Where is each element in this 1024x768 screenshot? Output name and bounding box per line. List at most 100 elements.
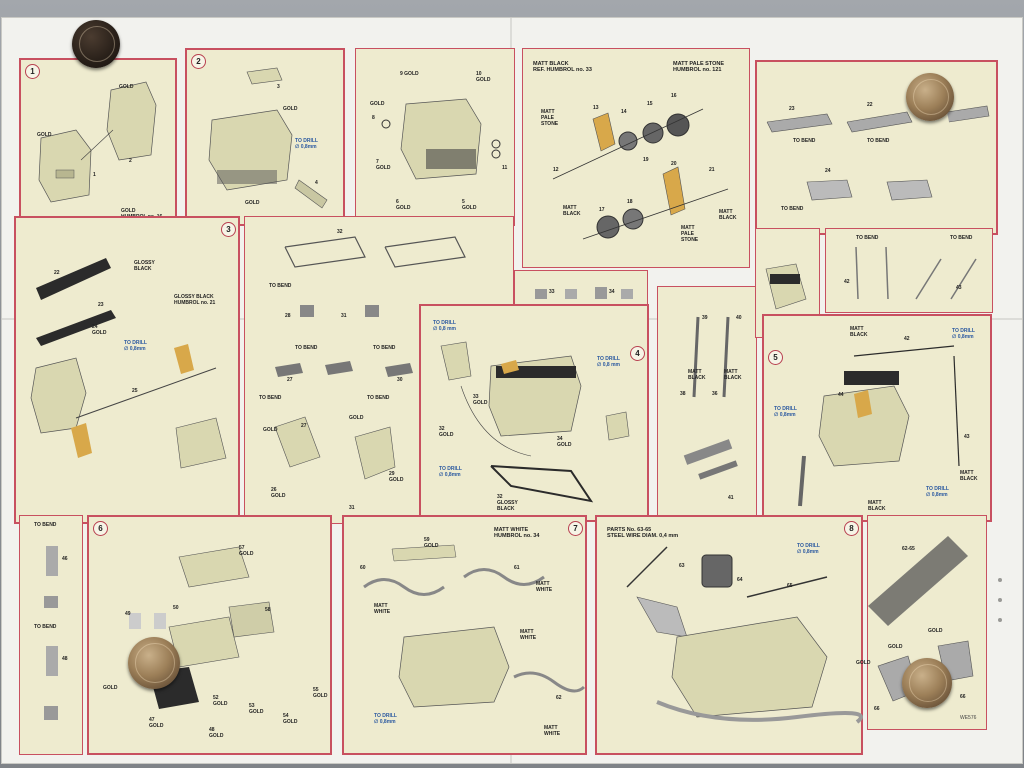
part-label: 1 [93,172,96,178]
part-label: 39 [702,315,708,321]
part-label: 19 [643,157,649,163]
part-label: 62-65 [902,546,915,552]
step-2-panel: 2 3 GOLD TO DRILL ∅ 0,8mm 4 GOLD [185,48,345,226]
part-label: GOLD [349,415,364,421]
part-label: GOLD [103,685,118,691]
part-label: 15 [647,101,653,107]
part-label: 31 [349,505,355,511]
bent-parts-illustration [44,546,58,720]
part-label: 38 [680,391,686,397]
part-label: 58 [265,607,271,613]
bend-note: TO BEND [367,395,390,401]
step-number: 4 [630,346,645,361]
part-label: 14 [621,109,627,115]
drill-note: TO DRILL ∅ 0,8mm [439,466,462,478]
step-3-panel: 3 22 GLOSSY BLACK 23 GLOSSY BLACK HUMBRO… [14,216,240,524]
step-number: 6 [93,521,108,536]
step-4-panel: 4 TO DRILL ∅ 0,8 mm TO DRILL ∅ 0,8 mm 33… [419,304,649,522]
part-label: MATT WHITE [536,581,553,593]
engine-assembly-illustration [30,258,227,469]
paint-note: GLOSSY BLACK [134,260,155,272]
part-label: 27 [301,423,307,429]
step-number: 5 [768,350,783,365]
suspension-arms-illustration [274,236,466,480]
part-label: 16 [671,93,677,99]
step-1-panel: 1 GOLD GOLD 1 2 GOLD HUMBROL no. 16 [19,58,177,226]
bent-parts-panel: TO BEND 46 TO BEND 48 [19,515,83,755]
part-label: 31 [341,313,347,319]
chassis-assembly-illustration [440,341,630,503]
part-label: 28 [285,313,291,319]
part-label: MATT BLACK [850,326,868,338]
part-label: MATT WHITE [544,725,561,737]
part-label: 12 [553,167,559,173]
part-label: 30 [397,377,403,383]
magnet [128,637,180,689]
exhaust-assembly-illustration [363,544,586,708]
part-label: 23 [98,302,104,308]
part-label: 59 GOLD [424,537,439,549]
part-label: GOLD [888,644,903,650]
step-number: 2 [191,54,206,69]
part-label: 48 [62,656,68,662]
paint-note: GLOSSY BLACK HUMBROL no. 21 [174,294,216,306]
part-label: 61 [514,565,520,571]
pulley-parts-panel: MATT BLACK REF. HUMBROL no. 33 MATT PALE… [522,48,750,268]
part-label: 62 [556,695,562,701]
rods-illustration [855,246,977,300]
part-label: 8 [372,115,375,121]
part-label: GOLD [119,84,134,90]
part-label: 63 [679,563,685,569]
bend-note: TO BEND [34,624,57,630]
step-7-panel: 7 MATT WHITE HUMBROL no. 34 59 GOLD 60 6… [342,515,587,755]
part-label: 5 GOLD [462,199,477,211]
drill-note: TO DRILL ∅ 0,8mm [124,340,147,352]
part-label: 41 [728,495,734,501]
drill-note: TO DRILL ∅ 0,8mm [926,486,949,498]
part-label: MATT PALE STONE [541,109,559,127]
part-label: MATT BLACK [719,209,737,221]
part-label: 13 [593,105,599,111]
bend-parts-panel: 23 TO BEND 22 TO BEND 24 TO BEND [755,60,998,235]
rear-suspension-illustration [798,345,960,507]
part-label: 66 [874,706,880,712]
step-number: 8 [844,521,859,536]
rods-panel: TO BEND TO BEND 42 43 [825,228,993,313]
part-label: MATT BLACK [563,205,581,217]
part-label: 44 [838,392,844,398]
paint-note: MATT BLACK REF. HUMBROL no. 33 [533,61,592,73]
part-label: 17 [599,207,605,213]
bend-note: TO BEND [34,522,57,528]
part-label: GOLD [283,106,298,112]
part-label: 49 [125,611,131,617]
drill-note: TO DRILL ∅ 0,8mm [774,406,797,418]
step-number: 7 [568,521,583,536]
small-parts-illustration [535,287,633,299]
part-label: MATT WHITE [374,603,391,615]
part-label: 48 GOLD [209,727,224,739]
part-label: GOLD [245,200,260,206]
bend-note: TO BEND [867,138,890,144]
engine-frame-illustration [626,546,863,724]
part-label: 55 GOLD [313,687,328,699]
part-label: 57 GOLD [239,545,254,557]
part-label: 66 [960,694,966,700]
bend-note: TO BEND [259,395,282,401]
part-label: 36 [712,391,718,397]
part-label: 64 [737,577,743,583]
punch-hole [998,578,1002,582]
punch-hole [998,618,1002,622]
part-label: 2 [129,158,132,164]
bend-note: TO BEND [269,283,292,289]
part-label: 24 GOLD [92,324,107,336]
part-label: GOLD [928,628,943,634]
part-label: 18 [627,199,633,205]
part-label: 32 GLOSSY BLACK [497,494,518,512]
drill-note: TO DRILL ∅ 0,8mm [797,543,820,555]
part-label: 60 [360,565,366,571]
part-label: 23 [789,106,795,112]
shock-absorber-panel: 39 40 MATT BLACK MATT BLACK 38 36 41 [657,286,757,522]
bend-note: TO BEND [950,235,973,241]
part-label: 54 GOLD [283,713,298,725]
part-label: 25 [132,388,138,394]
